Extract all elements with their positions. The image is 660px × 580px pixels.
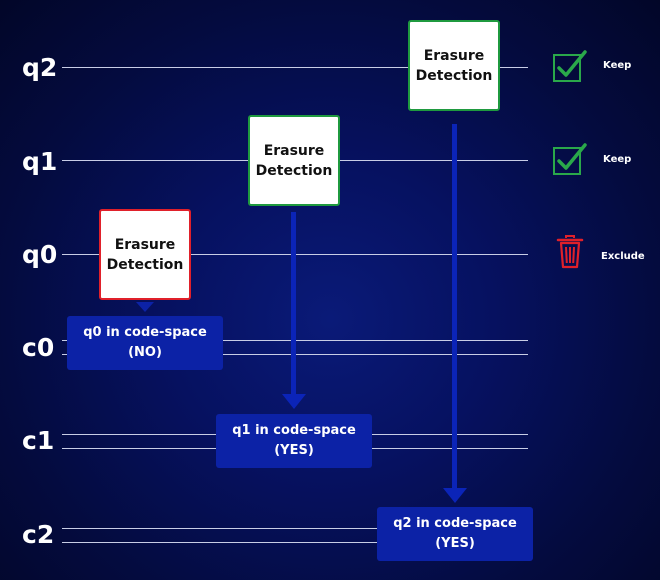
wire-label-q2: q2 [22,53,58,82]
codespace-result-q2-line1: q2 in code-space [393,516,517,531]
erasure-detection-q1: Erasure Detection [248,115,340,206]
erasure-detection-q0-line1: Erasure [114,236,176,253]
arrow-shaft-q2 [452,124,457,491]
wire-label-q0: q0 [22,240,58,269]
wire-label-q1: q1 [22,147,58,176]
checkbox-checked-icon [553,143,587,175]
codespace-result-q2-line2: (YES) [435,536,475,551]
wire-c2-lower [62,542,528,543]
codespace-result-q1: q1 in code-space (YES) [216,414,372,468]
codespace-result-q0-line1: q0 in code-space [83,325,207,340]
arrow-head-q2 [443,488,467,503]
checkbox-checked-icon [553,50,587,82]
wire-c2-upper [62,528,528,529]
codespace-result-q1-line1: q1 in code-space [232,423,356,438]
wire-label-c1: c1 [22,426,55,455]
pointer-q0 [136,302,154,312]
codespace-result-q2: q2 in code-space (YES) [377,507,533,561]
erasure-detection-q2-line1: Erasure [423,47,485,64]
trash-icon [556,235,584,269]
erasure-detection-q2: Erasure Detection [408,20,500,111]
erasure-detection-q0-line2: Detection [106,256,184,273]
codespace-result-q1-line2: (YES) [274,443,314,458]
erasure-detection-q2-line2: Detection [415,67,493,84]
status-label-q0: Exclude [601,251,645,262]
codespace-result-q0: q0 in code-space (NO) [67,316,223,370]
erasure-detection-q1-line2: Detection [255,162,333,179]
arrow-head-q1 [282,394,306,409]
wire-label-c0: c0 [22,333,55,362]
erasure-detection-q1-line1: Erasure [263,142,325,159]
arrow-shaft-q1 [291,212,296,397]
wire-q2 [62,67,528,68]
wire-label-c2: c2 [22,520,55,549]
codespace-result-q0-line2: (NO) [128,345,162,360]
status-label-q2: Keep [603,60,632,71]
erasure-detection-q0: Erasure Detection [99,209,191,300]
status-label-q1: Keep [603,154,632,165]
